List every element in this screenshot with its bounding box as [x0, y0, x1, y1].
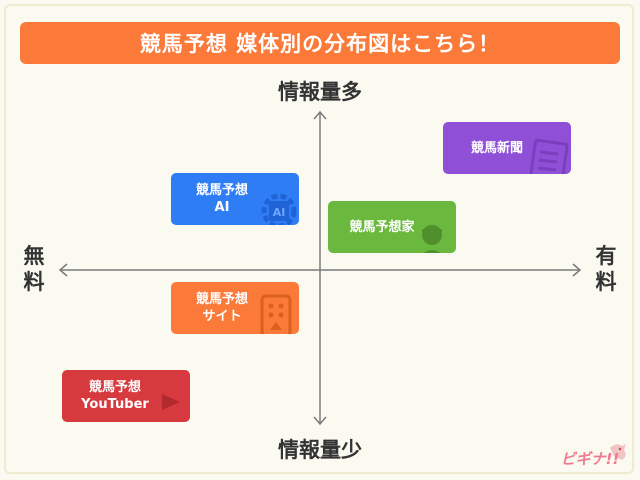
svg-text:AI: AI — [273, 206, 286, 219]
card-keiba-ai: AI 競馬予想 AI — [171, 173, 299, 225]
newspaper-icon — [529, 138, 569, 174]
arrow-up-icon — [313, 110, 327, 120]
card-label: 競馬予想家 — [349, 219, 415, 235]
diagram-frame — [4, 4, 634, 474]
card-keiba-shinbun: 競馬新聞 — [443, 122, 571, 174]
app-screen-icon — [260, 294, 292, 334]
title-text: 競馬予想 媒体別の分布図はこちら！ — [139, 32, 501, 56]
arrow-left-icon — [58, 263, 68, 277]
card-label: 競馬予想 AI — [195, 183, 248, 215]
site-logo: ビギナ!! — [561, 444, 626, 468]
card-label: 競馬予想 YouTuber — [81, 380, 149, 412]
card-keiba-site: 競馬予想 サイト — [171, 282, 299, 334]
axis-label-left: 無料 — [23, 244, 45, 294]
arrow-right-icon — [572, 263, 582, 277]
axis-label-bottom: 情報量少 — [278, 438, 362, 462]
page-title: 競馬予想 媒体別の分布図はこちら！ — [20, 22, 620, 64]
logo-text: ビギナ!! — [561, 450, 620, 468]
axis-label-right: 有料 — [595, 244, 617, 294]
person-icon — [422, 225, 442, 253]
horse-logo-icon — [610, 444, 626, 460]
card-label: 競馬予想 サイト — [195, 292, 248, 324]
ai-gear-icon: AI — [261, 193, 297, 225]
card-label: 競馬新聞 — [470, 140, 523, 156]
axis-label-top: 情報量多 — [278, 80, 362, 104]
card-keiba-youtuber: 競馬予想 YouTuber — [62, 370, 190, 422]
arrow-down-icon — [313, 416, 327, 426]
play-icon — [162, 394, 180, 410]
card-keiba-yosouka: 競馬予想家 — [328, 201, 456, 253]
